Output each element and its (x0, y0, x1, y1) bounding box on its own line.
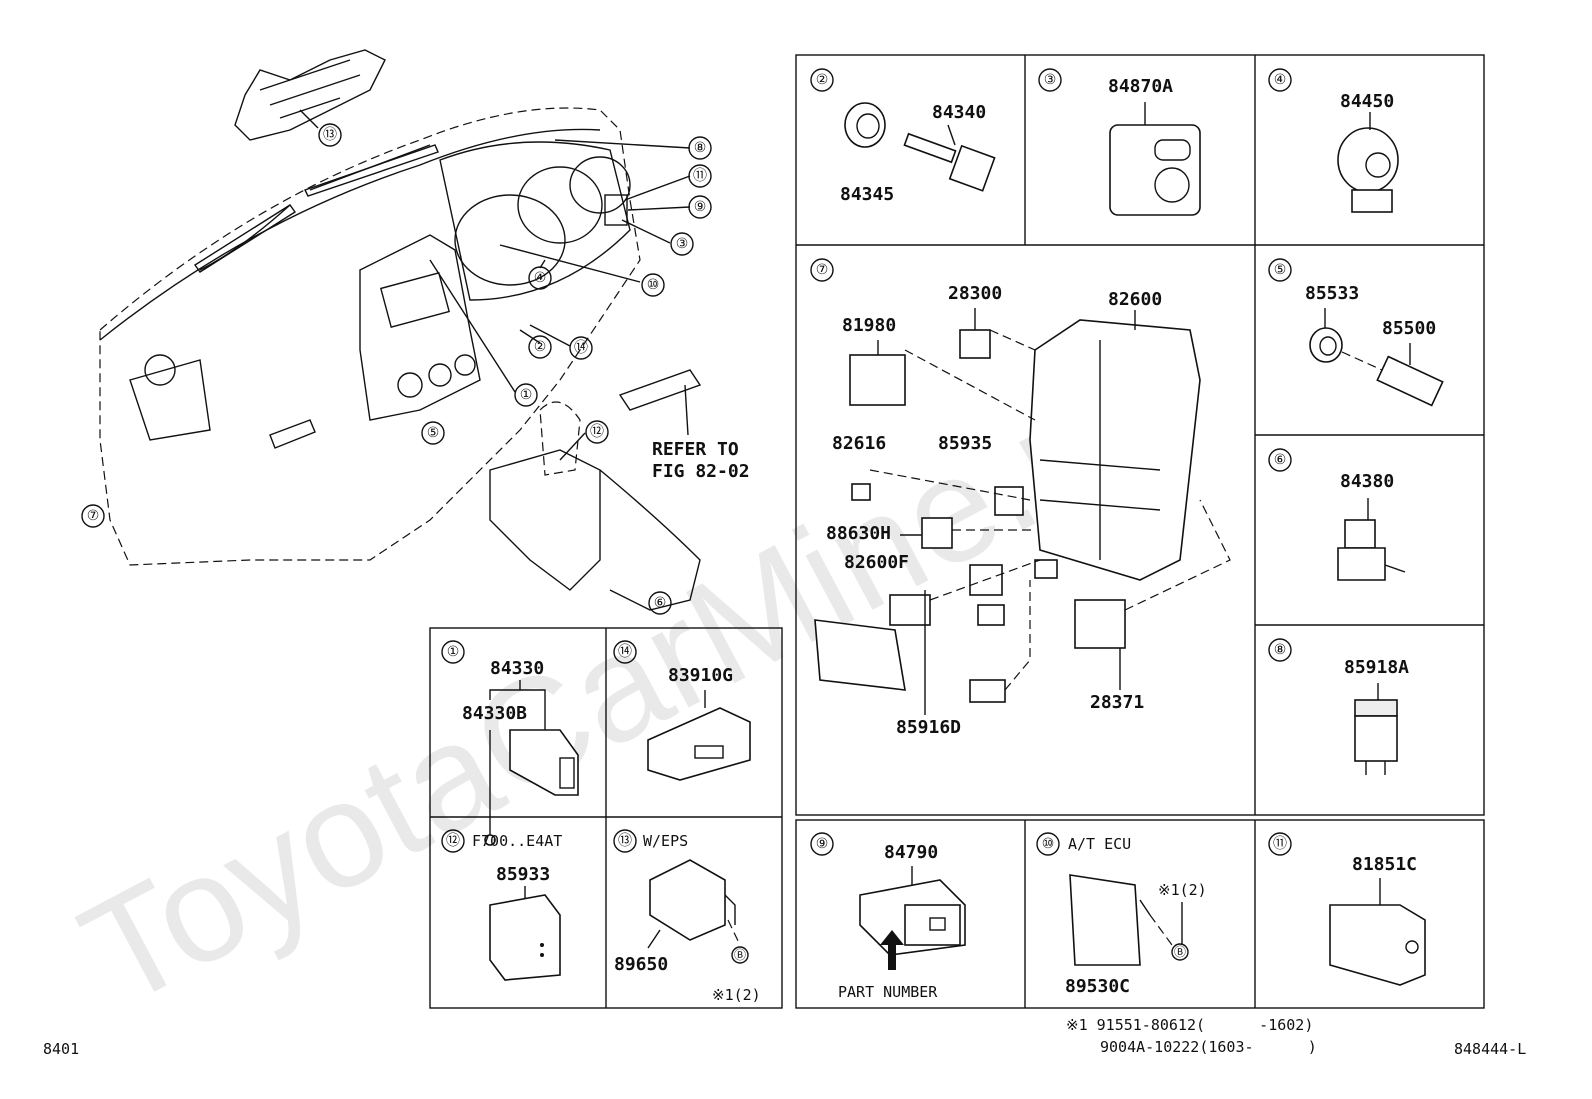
callout-8: ⑧ (694, 140, 707, 156)
box-5: ⑤ 85533 85500 (1268, 258, 1444, 407)
part-84340: 84340 (932, 102, 986, 123)
callout-1: ① (520, 387, 533, 403)
box-10: ⑩ A/T ECU ※1(2) Ⓑ 89530C (1036, 832, 1207, 997)
part-85533: 85533 (1305, 283, 1359, 304)
callout-14: ⑭ (574, 340, 588, 356)
arrow-icon (880, 930, 904, 970)
part-84380: 84380 (1340, 471, 1394, 492)
box-8-number: ⑧ (1274, 642, 1287, 658)
part-83910G: 83910G (668, 665, 733, 686)
main-callouts: ⑬ ⑧ ⑪ ⑨ ③ ④ ⑩ ② ⑭ ① ⑫ ⑤ ⑦ ⑥ (81, 123, 712, 615)
part-28300: 28300 (948, 283, 1002, 304)
box-9-number: ⑨ (816, 836, 829, 852)
bottom-grid (429, 627, 783, 1009)
box-3: ③ 84870A (1038, 68, 1201, 216)
part-84330: 84330 (490, 658, 544, 679)
box-13-caption: W/EPS (643, 832, 688, 850)
box-12-number: ⑫ (446, 833, 460, 849)
box-9: ⑨ 84790 PART NUMBER (810, 832, 966, 1001)
part-81851C: 81851C (1352, 854, 1417, 875)
leader-lines (299, 109, 691, 461)
part-82616: 82616 (832, 433, 886, 454)
callout-6: ⑥ (654, 595, 667, 611)
footnote-line-1: ※1 91551-80612( -1602) (1066, 1016, 1313, 1034)
part-84870A: 84870A (1108, 76, 1173, 97)
box-1: ① 84330 84330B (441, 640, 579, 846)
footer-left: 8401 (43, 1040, 79, 1058)
part-85918A: 85918A (1344, 657, 1409, 678)
box-7-number: ⑦ (816, 262, 829, 278)
part-85500: 85500 (1382, 318, 1436, 339)
footnote-line-2: 9004A-10222(1603- ) (1100, 1038, 1317, 1056)
box-13-number: ⑬ (618, 833, 632, 849)
footer-right: 848444-L (1454, 1040, 1526, 1058)
part-85935: 85935 (938, 433, 992, 454)
refer-line-1: REFER TO (652, 439, 739, 460)
part-85933: 85933 (496, 864, 550, 885)
part-89530C: 89530C (1065, 976, 1130, 997)
callout-5: ⑤ (427, 425, 440, 441)
box-4: ④ 84450 (1268, 68, 1399, 213)
part-number-note: PART NUMBER (838, 983, 938, 1001)
box-2-number: ② (816, 72, 829, 88)
part-89650: 89650 (614, 954, 668, 975)
box-13: ⑬ W/EPS Ⓑ 89650 ※1(2) (613, 829, 761, 1004)
part-82600F: 82600F (844, 552, 909, 573)
part-84330B: 84330B (462, 703, 527, 724)
right-grid (795, 54, 1485, 1009)
box-14: ⑭ 83910G (613, 640, 751, 781)
box-10-caption: A/T ECU (1068, 835, 1131, 853)
box-6-number: ⑥ (1274, 452, 1287, 468)
part-81980: 81980 (842, 315, 896, 336)
box-5-number: ⑤ (1274, 262, 1287, 278)
part-82600: 82600 (1108, 289, 1162, 310)
refer-line-2: FIG 82-02 (652, 461, 750, 482)
part-84790: 84790 (884, 842, 938, 863)
callout-4: ④ (534, 270, 547, 286)
dashboard-illustration (99, 49, 702, 611)
box-7: ⑦ 28300 82600 81980 82616 85935 88630H 8… (810, 258, 1231, 738)
box-11: ⑪ 81851C (1268, 832, 1426, 986)
callout-2: ② (534, 339, 547, 355)
box-14-number: ⑭ (618, 644, 632, 660)
box-13-marker: Ⓑ (734, 948, 746, 962)
callout-13: ⑬ (323, 127, 337, 143)
watermark: ToyotaCarMine.ru (56, 334, 1180, 1038)
callout-9: ⑨ (694, 199, 707, 215)
box-10-marker: Ⓑ (1174, 945, 1186, 959)
part-84450: 84450 (1340, 91, 1394, 112)
box-8: ⑧ 85918A (1268, 638, 1409, 775)
callout-3: ③ (676, 236, 689, 252)
part-28371: 28371 (1090, 692, 1144, 713)
callout-11: ⑪ (693, 168, 707, 184)
box-13-ref: ※1(2) (712, 986, 761, 1004)
box-1-number: ① (447, 644, 460, 660)
box-4-number: ④ (1274, 72, 1287, 88)
box-6: ⑥ 84380 (1268, 448, 1406, 581)
box-2: ② 84340 84345 (810, 68, 996, 205)
part-85916D: 85916D (896, 717, 961, 738)
callout-7: ⑦ (87, 508, 100, 524)
part-84345: 84345 (840, 184, 894, 205)
part-88630H: 88630H (826, 523, 891, 544)
box-10-ref: ※1(2) (1158, 881, 1207, 899)
box-12: ⑫ F700..E4AT 85933 (441, 829, 562, 981)
box-11-number: ⑪ (1273, 836, 1287, 852)
callout-12: ⑫ (590, 424, 604, 440)
callout-10: ⑩ (647, 277, 660, 293)
box-12-caption: F700..E4AT (472, 832, 562, 850)
box-10-number: ⑩ (1042, 836, 1055, 852)
box-3-number: ③ (1044, 72, 1057, 88)
